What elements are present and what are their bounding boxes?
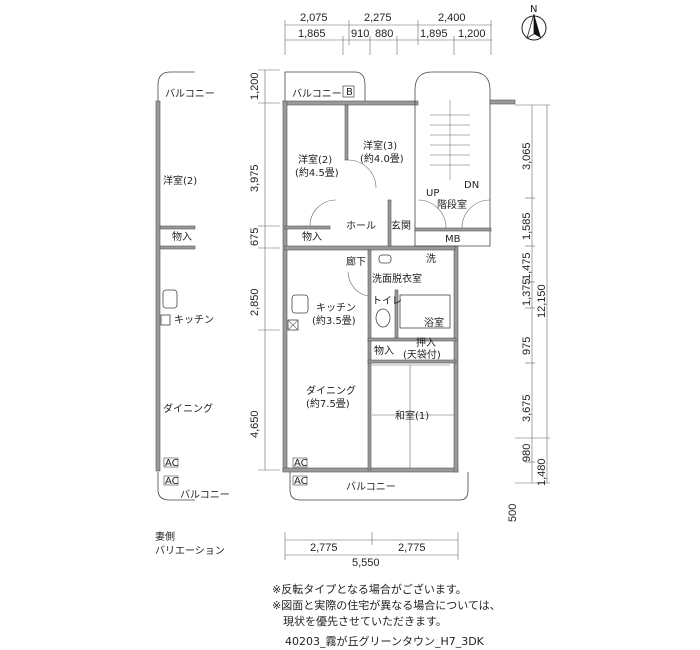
dim-right-outer-2: 1,480 xyxy=(536,458,548,486)
dim-right-2: 1,585 xyxy=(521,212,533,240)
label-japanese-room: 和室(1) xyxy=(395,409,429,422)
label-kitchen: キッチン xyxy=(316,302,356,314)
room-labels: バルコニー B 洋室(2) (約4.5畳) 洋室(3) (約4.0畳) UP D… xyxy=(292,85,479,493)
label-washer: 洗 xyxy=(426,253,436,265)
side-label-western-room-2: 洋室(2) xyxy=(163,174,197,187)
label-western-room-3: 洋室(3) xyxy=(363,139,397,152)
label-storage-1: 物入 xyxy=(302,230,322,243)
compass-label: N xyxy=(530,4,537,15)
dim-left-5: 4,650 xyxy=(249,410,261,438)
side-label-balcony-bottom: バルコニー xyxy=(180,489,230,501)
dim-top2-3: 880 xyxy=(375,28,393,40)
side-caption-1: 妻側 xyxy=(155,530,175,543)
label-stairs-down: DN xyxy=(464,180,479,191)
dim-right-total: 12,150 xyxy=(536,284,548,318)
dim-top2-4: 1,895 xyxy=(420,28,448,40)
label-western-room-2-size: (約4.5畳) xyxy=(295,166,339,179)
label-western-room-3-size: (約4.0畳) xyxy=(360,152,404,165)
dim-right-3: 1,475 xyxy=(521,252,533,280)
label-corridor: 廊下 xyxy=(346,255,366,268)
dim-bottom-1: 2,775 xyxy=(310,542,338,554)
dim-top2-1: 1,865 xyxy=(298,28,326,40)
dim-right-7: 980 xyxy=(521,444,533,462)
dim-top-1: 2,075 xyxy=(300,12,328,24)
dim-bottom-2: 2,775 xyxy=(398,542,426,554)
note-1: ※反転タイプとなる場合がございます。 xyxy=(272,583,467,596)
label-ac-1: AC xyxy=(294,458,308,469)
side-label-ac-2: AC xyxy=(165,476,179,487)
dim-right-8: 500 xyxy=(507,504,519,522)
right-dimensions: 3,065 1,585 1,475 1,375 975 3,675 980 50… xyxy=(507,104,550,522)
side-label-balcony-top: バルコニー xyxy=(165,88,215,100)
dim-bottom-total: 5,550 xyxy=(352,557,380,569)
note-3: 現状を優先させていただきます。 xyxy=(272,615,447,628)
label-stairwell: 階段室 xyxy=(437,198,467,211)
bottom-dimensions: 2,775 2,775 5,550 xyxy=(284,532,459,569)
north-compass-icon: N xyxy=(521,4,547,41)
label-ac-2: AC xyxy=(294,476,308,487)
dim-top-3: 2,400 xyxy=(438,12,466,24)
label-closet: 押入 xyxy=(416,336,436,349)
notes: ※反転タイプとなる場合がございます。 ※図面と実際の住宅が異なる場合については、… xyxy=(272,582,501,630)
dim-left-1: 1,200 xyxy=(249,72,261,100)
label-entrance: 玄関 xyxy=(391,219,411,232)
label-western-room-2: 洋室(2) xyxy=(298,153,332,166)
label-kitchen-size: (約3.5畳) xyxy=(312,314,356,327)
label-mb: MB xyxy=(445,234,461,245)
dim-top-2: 2,275 xyxy=(364,12,392,24)
side-label-ac-1: AC xyxy=(165,458,179,469)
label-storage-2: 物入 xyxy=(374,344,394,357)
label-closet-sub: (天袋付) xyxy=(403,348,441,361)
label-hall: ホール xyxy=(346,220,376,232)
top-dimensions: 2,075 2,275 2,400 1,865 910 880 1,895 1,… xyxy=(284,12,492,55)
dim-left-2: 3,975 xyxy=(249,164,261,192)
label-washroom: 洗面脱衣室 xyxy=(372,272,422,285)
dim-right-6: 3,675 xyxy=(521,394,533,422)
label-bathroom: 浴室 xyxy=(424,316,444,329)
balcony-b-box xyxy=(342,85,355,98)
dim-right-4: 1,375 xyxy=(521,278,533,306)
label-dining-size: (約7.5畳) xyxy=(306,397,350,410)
main-unit-walls xyxy=(282,71,516,501)
dim-left-4: 2,850 xyxy=(249,288,261,316)
note-2: ※図面と実際の住宅が異なる場合については、 xyxy=(272,599,501,612)
side-label-storage: 物入 xyxy=(172,230,192,243)
label-balcony-top: バルコニー xyxy=(292,88,342,100)
dim-right-1: 3,065 xyxy=(521,142,533,170)
dim-top2-2: 910 xyxy=(351,28,369,40)
label-dining: ダイニング xyxy=(306,384,356,397)
footer-caption: 40203_霧が丘グリーンタウン_H7_3DK xyxy=(285,635,484,648)
dim-right-5: 975 xyxy=(521,337,533,355)
side-variation-plan: バルコニー 洋室(2) 物入 キッチン ダイニング AC AC バルコニー 妻側… xyxy=(155,71,230,557)
label-toilet: トイレ xyxy=(372,296,402,307)
dim-top2-5: 1,200 xyxy=(458,28,486,40)
label-balcony-b: B xyxy=(346,87,353,98)
side-label-dining: ダイニング xyxy=(163,402,213,415)
dim-left-3: 675 xyxy=(249,228,261,246)
side-caption-2: バリエーション xyxy=(155,545,225,557)
label-balcony-bottom: バルコニー xyxy=(346,481,396,493)
side-label-kitchen: キッチン xyxy=(174,314,214,326)
left-dimensions: 1,200 3,975 675 2,850 4,650 xyxy=(249,69,280,471)
label-stairs-up: UP xyxy=(426,188,439,199)
